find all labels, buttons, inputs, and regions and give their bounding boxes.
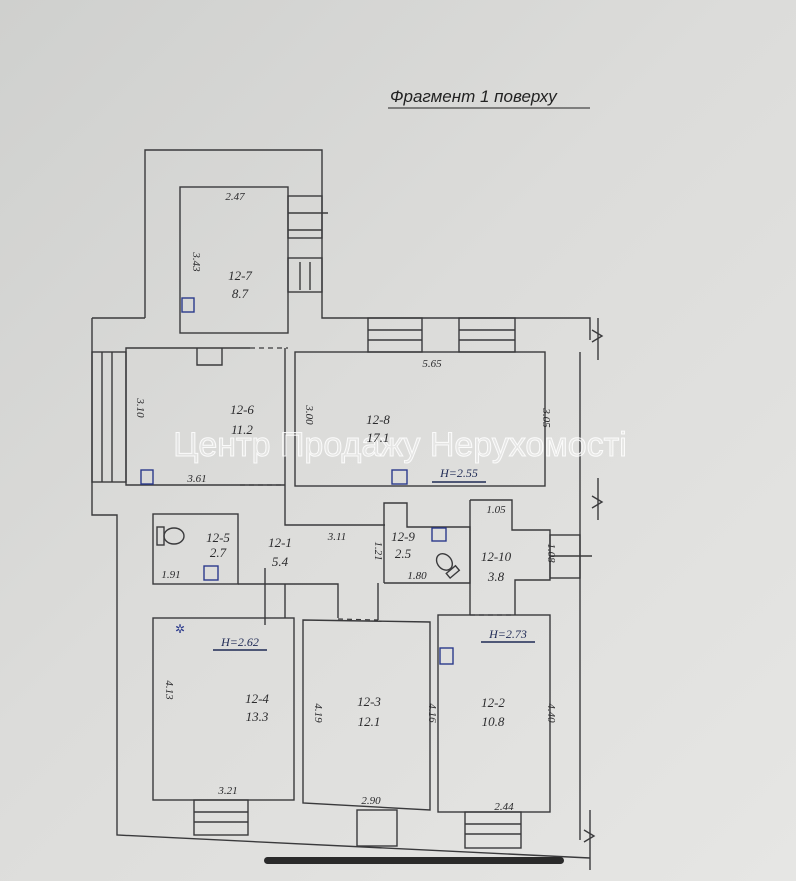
room-12-8 (294, 351, 546, 487)
heater-icon (181, 297, 195, 313)
room-12-4 (152, 617, 295, 801)
room-area: 11.2 (231, 422, 253, 437)
room-area: 10.8 (482, 714, 505, 729)
dimension: 4.19 (312, 703, 324, 723)
room-area: 8.7 (232, 286, 249, 301)
dimension: 1.80 (407, 570, 427, 582)
room-area: 2.5 (395, 546, 412, 561)
fan-icon: ✲ (175, 622, 185, 636)
room-id: 12-2 (481, 695, 505, 710)
dimension: 3.61 (186, 473, 206, 485)
dimension: 4.13 (163, 680, 175, 700)
room-id: 12-3 (357, 694, 381, 709)
dimension: 2.90 (361, 795, 381, 807)
room-area: 12.1 (358, 714, 381, 729)
room-12-10 (470, 499, 551, 615)
stairs (91, 195, 592, 849)
room-id: 12-9 (391, 529, 415, 544)
dimension: 3.10 (134, 397, 146, 418)
room-id: 12-4 (245, 691, 269, 706)
room-labels: 12-7 8.7 12-6 11.2 12-8 17.1 12-52.7 12-1 5.… (206, 268, 512, 729)
heater-icon (431, 527, 447, 542)
dimension: 4.40 (545, 703, 557, 723)
ceiling-height: H=2.73 (488, 627, 527, 641)
room-id: 12-5 (206, 530, 230, 545)
room-id: 12-7 (228, 268, 252, 283)
ceiling-height: H=2.62 (220, 635, 259, 649)
dimension: 1.05 (486, 504, 506, 516)
dimension: 4.16 (426, 703, 438, 723)
heater-icon (439, 647, 454, 665)
room-area: 13.3 (246, 709, 269, 724)
heights: H=2.55 H=2.62 H=2.73 (213, 466, 535, 651)
dimension: 1.21 (372, 541, 384, 560)
room-12-7 (179, 186, 289, 334)
plan-title: Фрагмент 1 поверху (390, 87, 558, 106)
dimension: 2.47 (225, 191, 245, 203)
dimension: 3.43 (190, 251, 202, 272)
toilet-icon (156, 526, 185, 546)
dimension: 3.11 (327, 531, 346, 543)
room-12-5 (152, 513, 239, 585)
outer-walls (91, 149, 604, 870)
room-id: 12-1 (268, 535, 292, 550)
room-area: 2.7 (210, 545, 227, 560)
heater-icon (140, 469, 154, 485)
heater-icon (203, 565, 219, 581)
heater-icon (391, 469, 408, 485)
home-indicator[interactable] (264, 857, 564, 864)
blue-markers: ✲ (140, 297, 454, 665)
room-area: 5.4 (272, 554, 289, 569)
dimension: 1.08 (545, 543, 557, 563)
room-id: 12-8 (366, 412, 390, 427)
toilet-icon (435, 553, 461, 580)
ceiling-height: H=2.55 (439, 466, 478, 480)
dimension: 3.21 (217, 785, 237, 797)
dimension: 1.91 (161, 569, 180, 581)
watermark: Центр Продажу Нерухомості (173, 426, 627, 464)
dimension: 5.65 (422, 358, 442, 370)
room-area: 17.1 (367, 430, 390, 445)
dimension: 3.00 (303, 404, 315, 425)
dimension: 3.05 (540, 407, 552, 428)
dimensions: 2.47 3.43 5.65 3.10 3.00 3.05 3.61 3.11 … (134, 191, 557, 813)
room-area: 3.8 (487, 569, 505, 584)
room-id: 12-10 (481, 549, 512, 564)
room-12-3 (302, 619, 431, 811)
room-id: 12-6 (230, 402, 254, 417)
room-12-2 (437, 614, 551, 813)
rooms (125, 186, 551, 813)
dimension: 2.44 (494, 801, 514, 813)
